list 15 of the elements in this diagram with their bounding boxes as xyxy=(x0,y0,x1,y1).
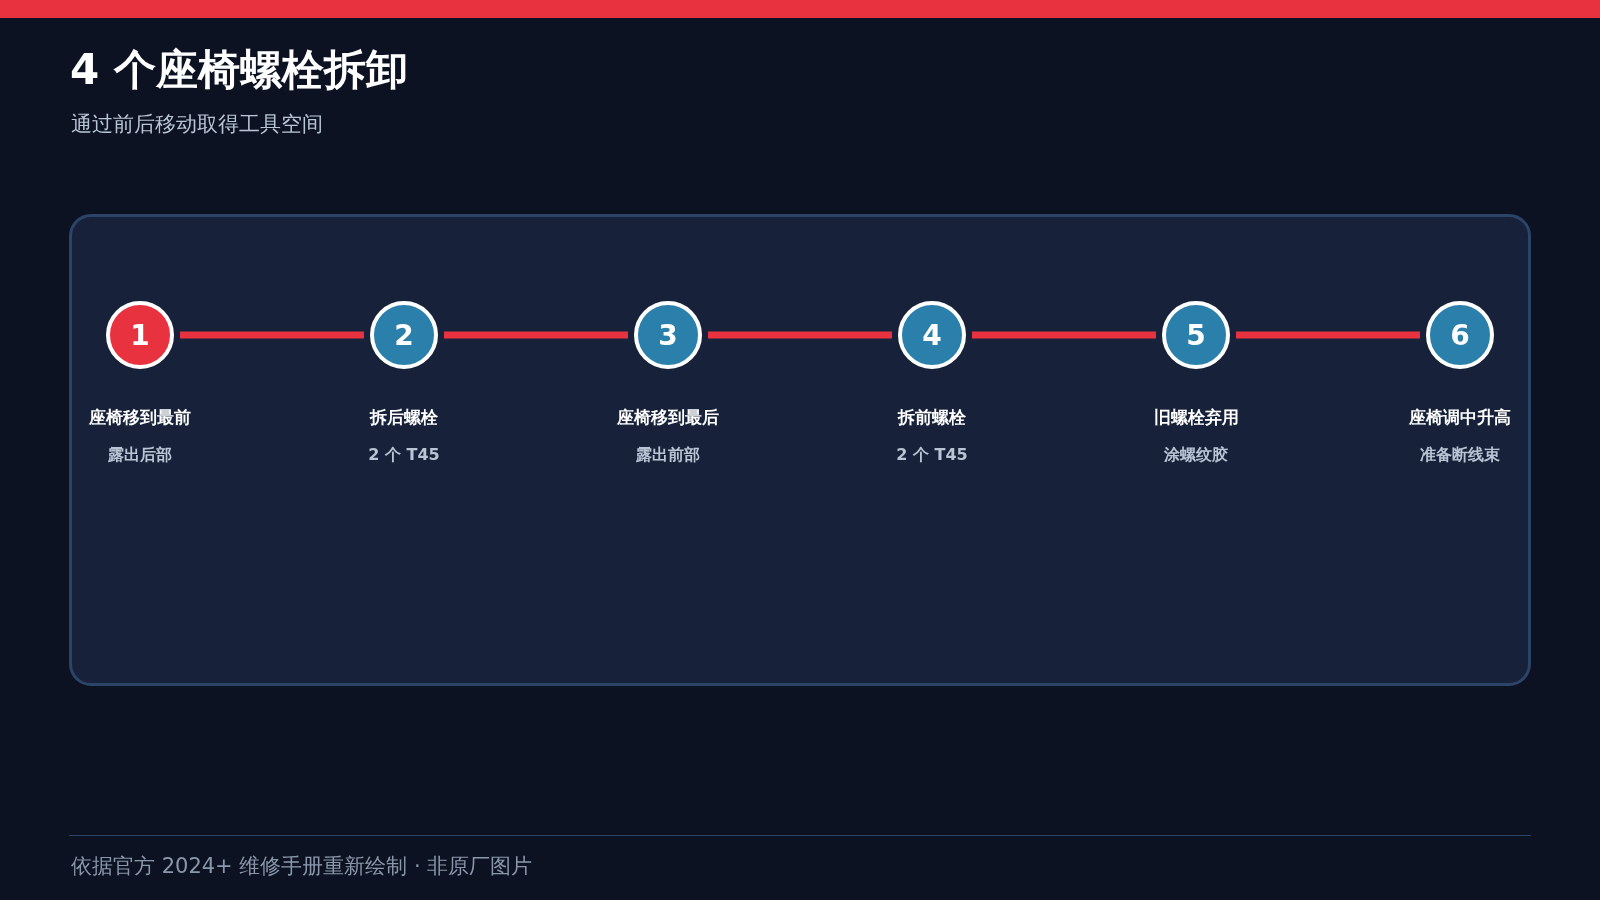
footer-note: 依据官方 2024+ 维修手册重新绘制 · 非原厂图片 xyxy=(71,853,533,880)
step-title: 座椅移到最前 xyxy=(88,406,192,429)
step-note: 2 个 T45 xyxy=(367,445,441,466)
step-note: 准备断线束 xyxy=(1419,445,1501,466)
step-title: 拆前螺栓 xyxy=(896,406,967,429)
step-title: 座椅调中升高 xyxy=(1408,406,1512,429)
title: 4 个座椅螺栓拆卸 xyxy=(70,44,408,96)
step-title: 座椅移到最后 xyxy=(616,406,720,429)
step-title: 拆后螺栓 xyxy=(368,406,439,429)
step-note: 露出后部 xyxy=(107,445,173,466)
step-note: 露出前部 xyxy=(635,445,701,466)
subtitle: 通过前后移动取得工具空间 xyxy=(71,111,323,138)
step-note: 涂螺纹胶 xyxy=(1163,445,1229,466)
step-note: 2 个 T45 xyxy=(895,445,969,466)
step-title: 旧螺栓弃用 xyxy=(1152,406,1240,429)
